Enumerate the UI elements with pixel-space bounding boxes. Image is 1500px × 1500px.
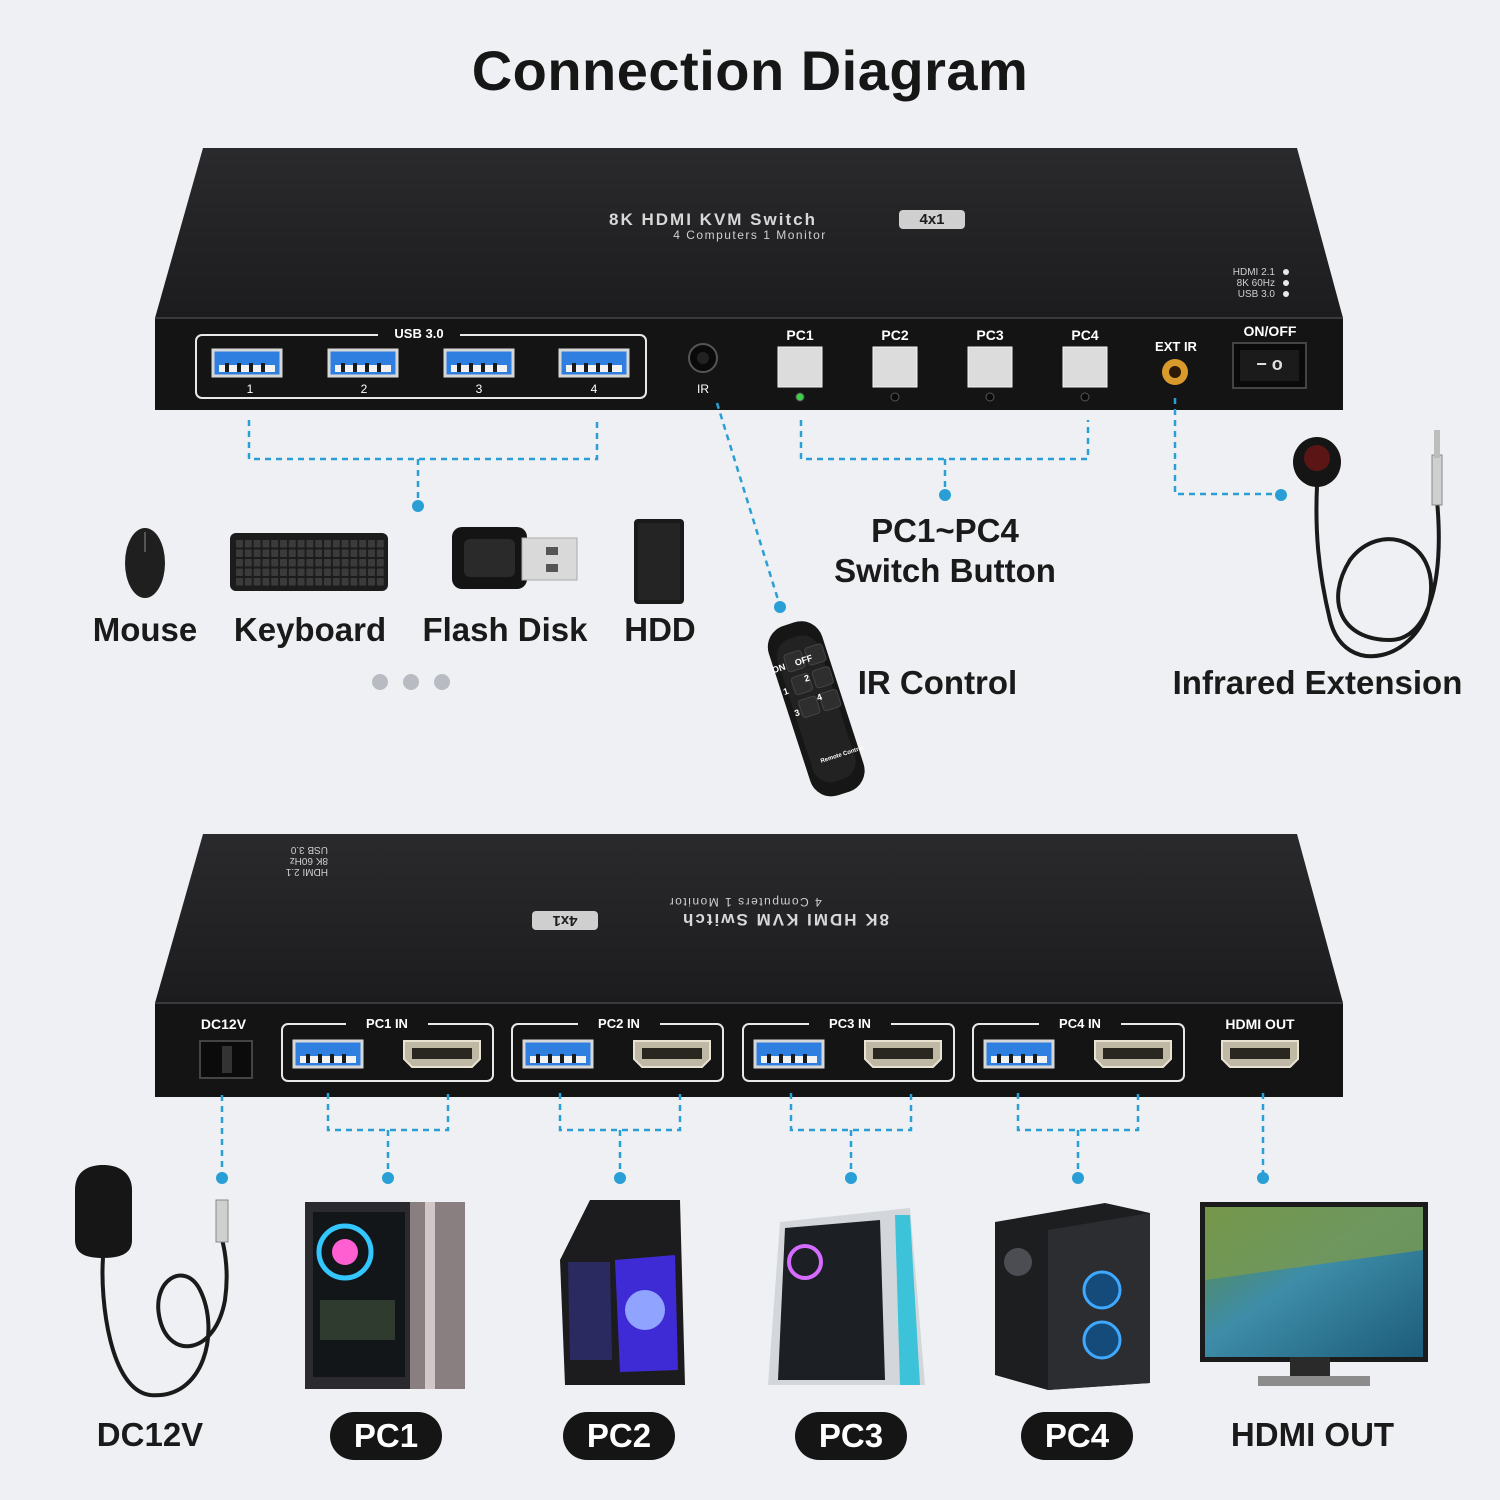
rear-spec-8k: 8K 60Hz xyxy=(289,855,328,866)
switch-button-label-line1: PC1~PC4 xyxy=(871,512,1019,549)
remote-key-1-label: 1 xyxy=(781,685,790,697)
pc1-tower-icon xyxy=(305,1202,465,1389)
remote-key-2-label: 2 xyxy=(802,672,811,684)
spec-hdmi: HDMI 2.1 xyxy=(1232,267,1275,278)
spec-usb: USB 3.0 xyxy=(1237,289,1275,300)
front-device-name: 8K HDMI KVM Switch xyxy=(609,210,817,229)
pc1-usb-input xyxy=(292,1039,364,1069)
remote-key-3-label: 3 xyxy=(793,707,802,719)
usb-port-label-4: 4 xyxy=(590,382,598,396)
ir-sensor xyxy=(688,343,718,373)
pc1-hdmi-input xyxy=(403,1040,481,1068)
front-spec-dots xyxy=(1283,269,1289,297)
usb-port-label-2: 2 xyxy=(360,382,368,396)
front-device-top xyxy=(155,148,1343,318)
front-usb-port-3 xyxy=(443,348,515,378)
pc4-pill: PC4 xyxy=(1021,1412,1133,1460)
pc2-switch-button[interactable] xyxy=(872,346,918,402)
pc4-in-label: PC4 IN xyxy=(1039,1016,1121,1031)
pc2-input-group xyxy=(511,1023,724,1082)
pc1-in-label: PC1 IN xyxy=(346,1016,428,1031)
rear-spec-usb: USB 3.0 xyxy=(290,844,328,855)
front-usb-port-4 xyxy=(558,348,630,378)
power-adapter-icon xyxy=(75,1165,229,1398)
dc12v-label: DC12V xyxy=(96,1416,204,1453)
usb-group-label: USB 3.0 xyxy=(394,326,444,341)
switch-button-label-line2: Switch Button xyxy=(834,552,1056,589)
remote-on-label: ON xyxy=(770,661,787,676)
hdd-label: HDD xyxy=(624,611,696,648)
hdmi-out-port-label: HDMI OUT xyxy=(1225,1016,1295,1032)
pc4-tower-icon xyxy=(995,1203,1150,1390)
pc4-usb-input xyxy=(983,1039,1055,1069)
pc4-switch-button[interactable] xyxy=(1062,346,1108,402)
front-usb-port-2 xyxy=(327,348,399,378)
pc2-button-label: PC2 xyxy=(881,327,909,343)
power-switch[interactable] xyxy=(1232,342,1307,389)
pc2-in-label: PC2 IN xyxy=(578,1016,660,1031)
pc3-switch-button[interactable] xyxy=(967,346,1013,402)
rear-spec-list: HDMI 2.1 8K 60Hz USB 3.0 xyxy=(228,844,328,877)
hdmi-out-label: HDMI OUT xyxy=(1230,1416,1395,1453)
more-ellipsis xyxy=(372,674,450,690)
spec-8k: 8K 60Hz xyxy=(1236,278,1275,289)
remote-off-label: OFF xyxy=(793,652,814,668)
pc1-switch-button[interactable] xyxy=(777,346,823,402)
pc3-in-label: PC3 IN xyxy=(809,1016,891,1031)
pc4-button-label: PC4 xyxy=(1071,327,1099,343)
power-glyph: − o xyxy=(1256,354,1283,374)
front-device-subtitle: 4 Computers 1 Monitor xyxy=(673,228,827,242)
remote-key-4-label: 4 xyxy=(815,691,824,703)
pc3-button-label: PC3 xyxy=(976,327,1004,343)
infrared-receiver-icon xyxy=(1293,430,1443,659)
pc3-usb-input xyxy=(753,1039,825,1069)
rear-device-subtitle: 4 Computers 1 Monitor xyxy=(668,895,822,909)
front-device-badge: 4x1 xyxy=(899,210,965,229)
ir-control-label: IR Control xyxy=(857,664,1018,701)
connector-dots xyxy=(216,489,1287,1184)
mouse-icon xyxy=(125,528,165,598)
remote-control-icon xyxy=(767,621,865,797)
keyboard-label: Keyboard xyxy=(233,611,387,648)
flash-disk-icon xyxy=(452,527,578,589)
pc2-usb-input xyxy=(522,1039,594,1069)
pc3-hdmi-input xyxy=(864,1040,942,1068)
front-usb-group xyxy=(195,326,647,399)
pc4-hdmi-input xyxy=(1094,1040,1172,1068)
ir-label: IR xyxy=(697,382,709,396)
dc-port-label: DC12V xyxy=(200,1016,247,1032)
hdd-icon xyxy=(634,519,684,604)
pc3-tower-icon xyxy=(768,1208,925,1385)
infrared-extension-label: Infrared Extension xyxy=(1172,664,1463,701)
mouse-label: Mouse xyxy=(92,611,198,648)
hdmi-output-port xyxy=(1221,1040,1299,1068)
rear-spec-hdmi: HDMI 2.1 xyxy=(285,866,328,877)
monitor-icon xyxy=(1200,1202,1428,1386)
keyboard-icon xyxy=(230,533,388,591)
pc3-pill: PC3 xyxy=(795,1412,907,1460)
pc1-button-label: PC1 xyxy=(786,327,814,343)
front-usb-port-1 xyxy=(211,348,283,378)
switch-button-label: PC1~PC4 Switch Button xyxy=(820,511,1070,591)
connector-lines xyxy=(220,398,1280,1177)
pc2-pill: PC2 xyxy=(563,1412,675,1460)
pc3-input-group xyxy=(742,1023,955,1082)
usb-port-label-1: 1 xyxy=(246,382,254,396)
page-title: Connection Diagram xyxy=(471,39,1029,102)
usb-port-label-3: 3 xyxy=(475,382,483,396)
flash-disk-label: Flash Disk xyxy=(422,611,588,648)
power-label: ON/OFF xyxy=(1243,323,1297,339)
pc2-tower-icon xyxy=(560,1200,685,1385)
pc2-hdmi-input xyxy=(633,1040,711,1068)
rear-device-name: 8K HDMI KVM Switch xyxy=(681,910,889,929)
ext-ir-jack xyxy=(1162,359,1188,385)
pc1-pill: PC1 xyxy=(330,1412,442,1460)
pc1-input-group xyxy=(281,1023,494,1082)
front-spec-list: HDMI 2.1 8K 60Hz USB 3.0 xyxy=(1175,267,1275,300)
dc-jack xyxy=(199,1040,253,1079)
rear-device-top xyxy=(155,834,1343,1003)
ext-ir-label: EXT IR xyxy=(1155,339,1197,354)
rear-device-badge: 4x1 xyxy=(532,911,598,930)
